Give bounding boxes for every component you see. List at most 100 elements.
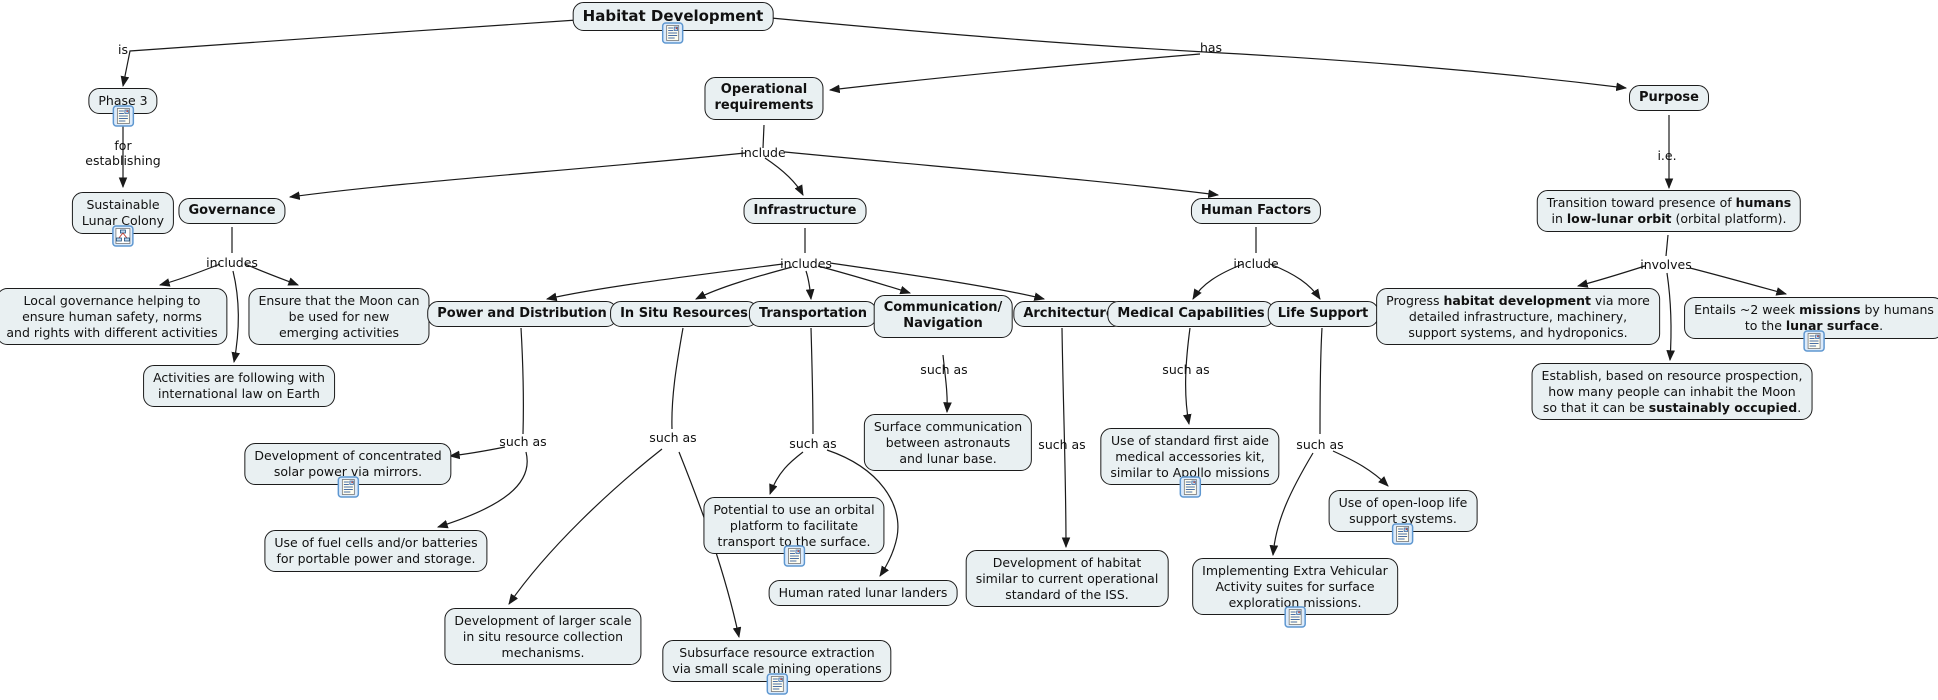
- node-text-segment: humans: [1735, 195, 1792, 210]
- node-text: Life Support: [1277, 306, 1369, 321]
- node-text: Human rated lunar landers: [778, 585, 948, 600]
- concept-node-international-law[interactable]: Activities are following with internatio…: [143, 365, 335, 407]
- resource-icon[interactable]: [337, 475, 359, 498]
- concept-node-open-loop-life-support[interactable]: Use of open-loop life support systems.: [1328, 490, 1478, 545]
- link-label-such-as-transportation[interactable]: such as: [789, 436, 837, 451]
- concept-node-human-factors[interactable]: Human Factors: [1190, 198, 1322, 225]
- concept-node-concentrated-solar-power[interactable]: Development of concentrated solar power …: [244, 443, 452, 498]
- link-label-such-as-medical[interactable]: such as: [1162, 362, 1210, 377]
- link-label-for-establishing[interactable]: for establishing: [85, 138, 161, 168]
- node-text: Development of larger scale in situ reso…: [454, 613, 632, 660]
- concept-node-local-governance[interactable]: Local governance helping to ensure human…: [0, 288, 228, 346]
- edge-insitu-stem: [671, 327, 684, 430]
- concept-node-medical-capabilities[interactable]: Medical Capabilities: [1107, 301, 1275, 328]
- node-text-segment: Entails ~2 week: [1694, 302, 1800, 317]
- link-label-such-as-insitu[interactable]: such as: [649, 430, 697, 445]
- node-text-segment: Establish, based on resource prospection…: [1541, 368, 1803, 415]
- concept-node-life-support[interactable]: Life Support: [1267, 301, 1379, 328]
- concept-node-communication-navigation[interactable]: Communication/ Navigation: [873, 295, 1013, 338]
- concept-node-transition-low-lunar-orbit[interactable]: Transition toward presence of humans in …: [1536, 190, 1802, 232]
- node-text-segment: by humans to the: [1744, 302, 1934, 333]
- edge-such-as-to-open-loop: [1332, 450, 1389, 487]
- concept-node-architecture[interactable]: Architecture: [1013, 301, 1125, 328]
- concept-node-transportation[interactable]: Transportation: [748, 301, 878, 328]
- resource-icon[interactable]: [112, 105, 134, 127]
- concept-node-eva-suites[interactable]: Implementing Extra Vehicular Activity su…: [1192, 558, 1398, 628]
- edge-hd-to-has-purpose: [770, 17, 1628, 92]
- node-text-segment: .: [1879, 317, 1884, 333]
- edge-includes-to-architecture: [829, 262, 1046, 301]
- edge-includes-to-power: [545, 263, 784, 302]
- concept-node-ensure-moon-new-activities[interactable]: Ensure that the Moon can be used for new…: [248, 288, 430, 346]
- concept-node-habitat-development[interactable]: Habitat Development: [572, 2, 774, 44]
- concept-node-infrastructure[interactable]: Infrastructure: [743, 198, 867, 225]
- node-text: Purpose: [1639, 90, 1699, 105]
- concept-node-orbital-platform-transport[interactable]: Potential to use an orbital platform to …: [703, 497, 885, 567]
- edge-includes-to-intl-law: [231, 270, 241, 364]
- concept-node-in-situ-resources[interactable]: In Situ Resources: [610, 301, 758, 328]
- edge-architecture-to-habitat-iss: [1061, 327, 1071, 549]
- link-label-includes-infrastructure[interactable]: includes: [780, 256, 832, 271]
- edge-medical-to-first-aide: [1182, 327, 1192, 426]
- concept-node-first-aide-kit[interactable]: Use of standard first aide medical acces…: [1100, 428, 1280, 498]
- node-text-segment: low-lunar orbit: [1566, 210, 1672, 226]
- edge-includes-to-transportation: [805, 270, 815, 301]
- concept-node-purpose[interactable]: Purpose: [1629, 85, 1709, 112]
- resource-icon[interactable]: [1179, 476, 1201, 498]
- link-label-involves[interactable]: involves: [1640, 257, 1692, 272]
- concept-node-human-rated-landers[interactable]: Human rated lunar landers: [768, 580, 958, 606]
- node-text: Use of fuel cells and/or batteries for p…: [274, 535, 478, 566]
- resource-icon[interactable]: [766, 672, 788, 695]
- concept-node-fuel-cells-batteries[interactable]: Use of fuel cells and/or batteries for p…: [264, 530, 488, 572]
- concept-node-phase-3[interactable]: Phase 3: [88, 88, 158, 127]
- resource-icon[interactable]: [662, 22, 684, 44]
- node-text-segment: .: [1797, 399, 1802, 415]
- link-label-is[interactable]: is: [118, 42, 128, 57]
- concept-node-surface-communication[interactable]: Surface communication between astronauts…: [863, 414, 1033, 472]
- node-text: Power and Distribution: [437, 306, 607, 321]
- edge-include-to-life-support: [1269, 263, 1321, 300]
- node-text: Sustainable Lunar Colony: [81, 197, 165, 228]
- link-label-includes-governance[interactable]: includes: [206, 255, 258, 270]
- resource-icon[interactable]: [783, 545, 805, 567]
- map-icon[interactable]: [112, 224, 134, 247]
- edge-involves-to-entails: [1689, 267, 1788, 296]
- concept-node-sustainable-lunar-colony[interactable]: Sustainable Lunar Colony: [71, 192, 175, 247]
- link-label-include-opreq[interactable]: include: [740, 145, 786, 160]
- concept-node-entails-2-week-missions[interactable]: Entails ~2 week missions by humans to th…: [1684, 297, 1938, 352]
- link-label-such-as-power[interactable]: such as: [499, 434, 547, 449]
- edge-commnav-to-surface-comm: [942, 354, 952, 414]
- edge-has-to-opreq: [828, 53, 1201, 94]
- link-label-such-as-commnav[interactable]: such as: [920, 362, 968, 377]
- node-text-segment: Progress: [1386, 293, 1444, 308]
- edge-such-as-to-fuel: [436, 451, 528, 529]
- link-label-include-human-factors[interactable]: include: [1233, 256, 1279, 271]
- concept-node-subsurface-extraction[interactable]: Subsurface resource extraction via small…: [662, 640, 892, 695]
- concept-node-operational-requirements[interactable]: Operational requirements: [704, 77, 824, 120]
- edge-involves-to-establish: [1666, 272, 1675, 362]
- node-text-segment: in: [1551, 210, 1563, 226]
- concept-node-power-and-distribution[interactable]: Power and Distribution: [427, 301, 617, 328]
- node-text-segment: lunar surface: [1785, 317, 1880, 333]
- link-label-ie[interactable]: i.e.: [1657, 148, 1677, 163]
- link-label-such-as-life-support[interactable]: such as: [1296, 437, 1344, 452]
- concept-node-establish-inhabitants[interactable]: Establish, based on resource prospection…: [1531, 363, 1813, 421]
- node-text: Local governance helping to ensure human…: [6, 293, 218, 340]
- concept-node-larger-scale-collection[interactable]: Development of larger scale in situ reso…: [444, 608, 642, 666]
- node-text: Implementing Extra Vehicular Activity su…: [1202, 563, 1388, 610]
- concept-node-habitat-iss-standard[interactable]: Development of habitat similar to curren…: [965, 550, 1169, 608]
- link-label-such-as-architecture[interactable]: such as: [1038, 437, 1086, 452]
- node-text: Surface communication between astronauts…: [873, 419, 1023, 466]
- resource-icon[interactable]: [1803, 329, 1825, 352]
- concept-node-governance[interactable]: Governance: [178, 198, 286, 225]
- resource-icon[interactable]: [1284, 606, 1306, 628]
- resource-icon[interactable]: [1392, 522, 1414, 545]
- node-text-segment: (orbital platform).: [1671, 210, 1787, 226]
- edge-hd-to-is-phase3: [120, 19, 578, 88]
- edge-such-as-to-eva: [1269, 452, 1314, 557]
- concept-node-progress-habitat-development[interactable]: Progress habitat development via more de…: [1376, 288, 1660, 346]
- link-label-has[interactable]: has: [1199, 40, 1223, 55]
- edge-opreq-stem: [762, 124, 765, 149]
